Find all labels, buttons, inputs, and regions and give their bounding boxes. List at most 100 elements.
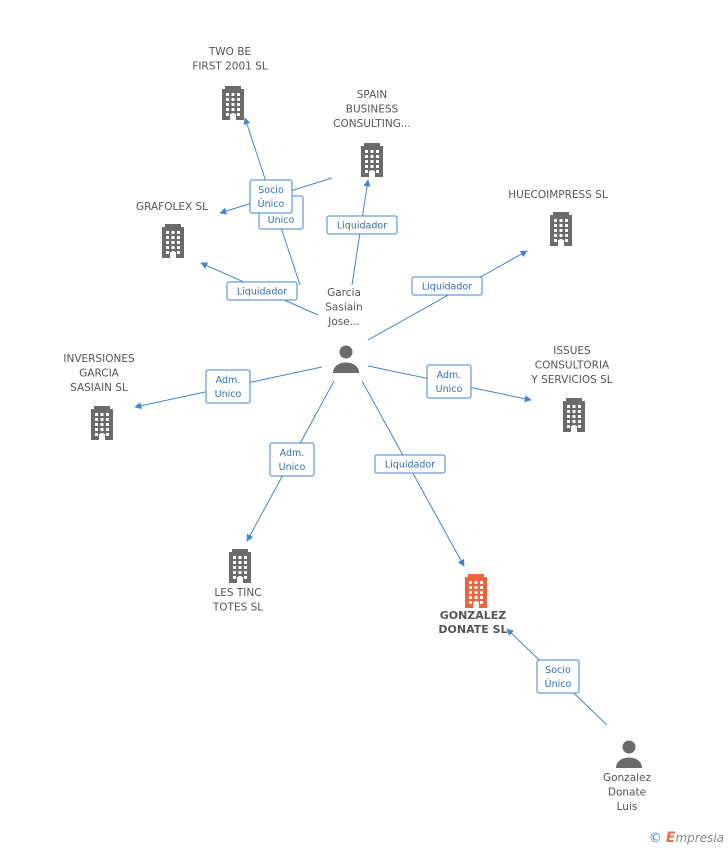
building-icon[interactable] (465, 574, 487, 608)
edge-label-line: Adm. (437, 370, 462, 381)
edge-label-line: Socio (545, 665, 571, 676)
edge-label[interactable]: Adm. Unico (205, 369, 251, 404)
building-icon[interactable] (361, 143, 383, 177)
node-huecoimpress[interactable]: HUECOIMPRESS SL (508, 189, 608, 246)
edge-label-text: Liquidador (237, 287, 287, 298)
edge-label-line: Liquidador (385, 460, 435, 471)
edge-label-box (374, 454, 446, 474)
node-label-line: TOTES SL (212, 602, 263, 614)
edge-label-text: Liquidador (422, 282, 472, 293)
edge-label-line: Adm. (280, 448, 305, 459)
edge-label-line: Socio (258, 185, 284, 196)
edge-label-box (326, 215, 398, 235)
edge-label[interactable]: Adm. Unico (426, 364, 472, 399)
edge-label-box (426, 364, 472, 399)
edge-label-text: Adm. Unico (436, 370, 463, 395)
brand-initial: E (665, 830, 676, 846)
person-icon[interactable] (333, 345, 359, 374)
node-label-line: SASIAIN SL (70, 382, 128, 394)
edge-label-line: Unico (268, 215, 295, 226)
edge-label-box (269, 442, 315, 477)
edge-label-line: Único (545, 678, 572, 690)
edge-label-text: Liquidador (385, 460, 435, 471)
node-label-line: SPAIN (357, 89, 387, 101)
node-grafolex[interactable]: GRAFOLEX SL (136, 201, 208, 258)
node-spain[interactable]: SPAIN BUSINESS CONSULTING... (333, 89, 411, 177)
edge-label[interactable]: Liquidador (374, 454, 446, 474)
edge-label-text: Liquidador (337, 221, 387, 232)
edge-label-box (536, 659, 580, 694)
node-label-line: INVERSIONES (63, 353, 135, 365)
node-label[interactable]: ISSUES CONSULTORIA Y SERVICIOS SL (530, 345, 612, 386)
node-label-line: GRAFOLEX SL (136, 201, 208, 213)
edge-label-box (411, 276, 483, 296)
edge-label[interactable]: Liquidador (226, 281, 298, 301)
edge-label-line: Liquidador (422, 282, 472, 293)
edge-label-line: Único (258, 198, 285, 210)
edge-labels-layer: Adm.UnicoSocioÚnicoLiquidadorLiquidadorL… (205, 179, 580, 694)
edge-label-text: Adm. Unico (215, 375, 242, 400)
copyright-symbol: © (648, 830, 662, 846)
edge-label-line: Unico (436, 384, 463, 395)
brand-logo[interactable]: Empresia (666, 830, 724, 846)
node-label-line: Gonzalez (603, 772, 652, 784)
edge-label-line: Unico (215, 389, 242, 400)
edge-label-line: Liquidador (237, 287, 287, 298)
node-label-line: Y SERVICIOS SL (530, 374, 612, 386)
edge-label[interactable]: Liquidador (411, 276, 483, 296)
node-label-line: BUSINESS (346, 104, 399, 116)
building-icon[interactable] (563, 398, 585, 432)
building-icon[interactable] (222, 86, 244, 120)
node-label-line: GONZALEZ (440, 609, 507, 622)
edge-label-box (249, 179, 293, 214)
node-label-line: HUECOIMPRESS SL (508, 189, 608, 201)
edge-label-text: Adm. Unico (279, 448, 306, 473)
node-label-line: FIRST 2001 SL (192, 61, 268, 73)
edge-label-line: Unico (279, 462, 306, 473)
person-icon[interactable] (616, 740, 642, 769)
edge-label-line: Adm. (216, 375, 241, 386)
node-label-line: DONATE SL (438, 623, 507, 636)
node-label-line: Luis (617, 801, 638, 813)
node-label-line: CONSULTING... (333, 118, 411, 130)
node-two-be[interactable]: TWO BE FIRST 2001 SL (192, 46, 268, 120)
node-label-line: Donate (608, 787, 646, 799)
edge-label-box (226, 281, 298, 301)
node-label-line: ISSUES (553, 345, 591, 357)
node-label[interactable]: GRAFOLEX SL (136, 201, 208, 213)
brand-name: mpresia (675, 831, 724, 845)
building-icon[interactable] (162, 224, 184, 258)
node-label-line: TWO BE (208, 46, 251, 58)
node-label[interactable]: SPAIN BUSINESS CONSULTING... (333, 89, 411, 130)
node-label-line: Sasiain (325, 302, 363, 314)
node-label[interactable]: HUECOIMPRESS SL (508, 189, 608, 201)
edge-label-line: Liquidador (337, 221, 387, 232)
building-icon[interactable] (229, 549, 251, 583)
node-label[interactable]: TWO BE FIRST 2001 SL (192, 46, 268, 73)
building-icon[interactable] (550, 212, 572, 246)
nodes-layer: TWO BE FIRST 2001 SL SPAIN BUSINESS CONSULTI… (63, 46, 651, 813)
node-label-line: CONSULTORIA (535, 360, 610, 372)
node-issues[interactable]: ISSUES CONSULTORIA Y SERVICIOS SL (530, 345, 613, 432)
node-label-line: Jose... (327, 316, 359, 328)
footer-brand: © Empresia (649, 830, 724, 846)
edge-label[interactable]: Adm. Unico (269, 442, 315, 477)
building-icon[interactable] (91, 406, 113, 440)
edge-label-box (205, 369, 251, 404)
node-label-line: Garcia (327, 287, 361, 299)
edge-label[interactable]: Liquidador (326, 215, 398, 235)
